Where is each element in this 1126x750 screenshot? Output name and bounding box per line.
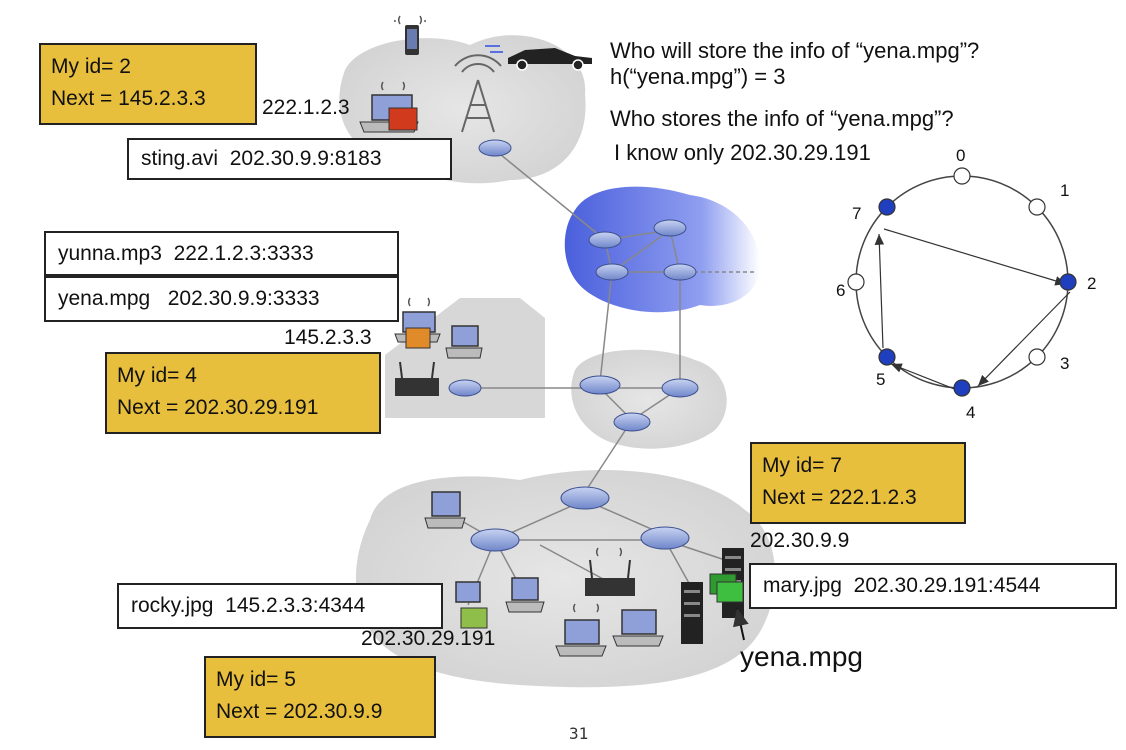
- sting-file: sting.avi: [141, 147, 219, 170]
- ring-label-1: 1: [1060, 181, 1070, 200]
- ring-label-0: 0: [956, 146, 966, 165]
- node-2-next: Next = 145.2.3.3: [51, 87, 206, 110]
- question-line-1: Who will store the info of “yena.mpg”?: [610, 38, 980, 63]
- question-line-2: h(“yena.mpg”) = 3: [610, 64, 786, 89]
- host-marker-red: [388, 107, 418, 131]
- smartphone-icon: [405, 25, 419, 55]
- laptop-icon: [555, 619, 607, 657]
- node-2-id: My id= 2: [51, 55, 131, 78]
- wireless-router-icon: [395, 361, 439, 396]
- routers: [448, 139, 699, 552]
- node-4-ip: 145.2.3.3: [284, 326, 372, 349]
- desktop-icon: [424, 491, 466, 529]
- car-icon: [485, 45, 592, 71]
- sting-addr: 202.30.9.9:8183: [229, 147, 382, 170]
- router: [588, 231, 622, 249]
- ring-node-4: [953, 379, 971, 397]
- yena-pointer-arrow: [733, 607, 749, 641]
- ring-label-3: 3: [1060, 354, 1070, 373]
- ring-edge-5-to-7: [874, 233, 885, 349]
- mary-entry: mary.jpg 202.30.29.191:4544: [749, 563, 1117, 609]
- ring-edge-7-to-2: [883, 228, 1067, 286]
- rocky-entry: rocky.jpg 145.2.3.3:4344: [117, 583, 443, 629]
- node-2-note: My id= 2 Next = 145.2.3.3: [39, 43, 257, 125]
- ring-label-4: 4: [966, 403, 976, 422]
- router: [653, 219, 687, 237]
- middle-cloud: [571, 349, 727, 449]
- host-marker-orange: [405, 327, 431, 349]
- node-5-next: Next = 202.30.9.9: [216, 700, 383, 723]
- ring-label-7: 7: [852, 204, 862, 223]
- desktop-icon: [455, 581, 481, 603]
- core-network-cloud: [564, 186, 760, 313]
- node-5-note: My id= 5 Next = 202.30.9.9: [204, 656, 436, 738]
- cell-tower-icon: [454, 54, 502, 133]
- node-7-id: My id= 7: [762, 454, 842, 477]
- node-4-note: My id= 4 Next = 202.30.29.191: [105, 352, 381, 434]
- rocky-file: rocky.jpg: [131, 594, 214, 617]
- laptop-icon: [612, 609, 664, 647]
- desktop-icon: [505, 577, 545, 613]
- host-marker-bright-green: [716, 581, 744, 603]
- node-4-id: My id= 4: [117, 364, 197, 387]
- router: [661, 378, 699, 398]
- rocky-addr: 145.2.3.3:4344: [225, 594, 366, 617]
- node-2-ip: 222.1.2.3: [262, 96, 350, 119]
- router: [478, 139, 512, 157]
- ring-label-5: 5: [876, 370, 886, 389]
- node-7-ip: 202.30.9.9: [750, 529, 850, 552]
- yunna-addr: 222.1.2.3:3333: [173, 241, 314, 265]
- yunna-file: yunna.mp3: [58, 241, 162, 265]
- node-5-id: My id= 5: [216, 668, 296, 691]
- router: [560, 486, 610, 510]
- ring-edge-2-to-4: [977, 291, 1071, 387]
- mary-addr: 202.30.29.191:4544: [853, 574, 1041, 597]
- mary-file: mary.jpg: [763, 574, 842, 597]
- ring-node-1: [1028, 198, 1046, 216]
- ring-node-6: [847, 273, 865, 291]
- question-line-4: I know only 202.30.29.191: [614, 140, 871, 165]
- ring-label-6: 6: [836, 281, 846, 300]
- ring-node-7: [878, 198, 896, 216]
- router: [579, 375, 621, 395]
- ring-nodes: [847, 167, 1077, 397]
- router: [613, 412, 651, 432]
- ring-node-5: [878, 348, 896, 366]
- page-number: 31: [569, 724, 589, 743]
- node-7-note: My id= 7 Next = 222.1.2.3: [750, 442, 966, 524]
- stored-file-label: yena.mpg: [740, 641, 863, 672]
- wireless-router-icon: [585, 559, 635, 596]
- wireless-signal-icon: [381, 15, 622, 613]
- yena-entry: yena.mpg 202.30.9.9:3333: [44, 276, 399, 322]
- sting-entry: sting.avi 202.30.9.9:8183: [127, 138, 452, 180]
- host-marker-green: [460, 607, 488, 629]
- node-7-next: Next = 222.1.2.3: [762, 486, 917, 509]
- yunna-entry: yunna.mp3 222.1.2.3:3333: [44, 231, 399, 276]
- desktop-icon: [445, 325, 483, 359]
- node-5-ip: 202.30.29.191: [361, 627, 496, 650]
- ring-node-3: [1028, 348, 1046, 366]
- yena-addr: 202.30.9.9:3333: [167, 287, 320, 310]
- ring-node-0: [953, 167, 971, 185]
- router: [663, 263, 697, 281]
- yena-file: yena.mpg: [58, 287, 151, 310]
- ring-node-2: [1059, 273, 1077, 291]
- server-rack-icon: [681, 582, 703, 644]
- router: [595, 263, 629, 281]
- question-line-3: Who stores the info of “yena.mpg”?: [610, 106, 954, 131]
- node-4-next: Next = 202.30.29.191: [117, 396, 319, 419]
- ring-edge-4-to-5: [890, 363, 963, 393]
- router: [640, 526, 690, 550]
- router: [448, 379, 482, 397]
- router: [470, 528, 520, 552]
- ring-label-2: 2: [1087, 274, 1097, 293]
